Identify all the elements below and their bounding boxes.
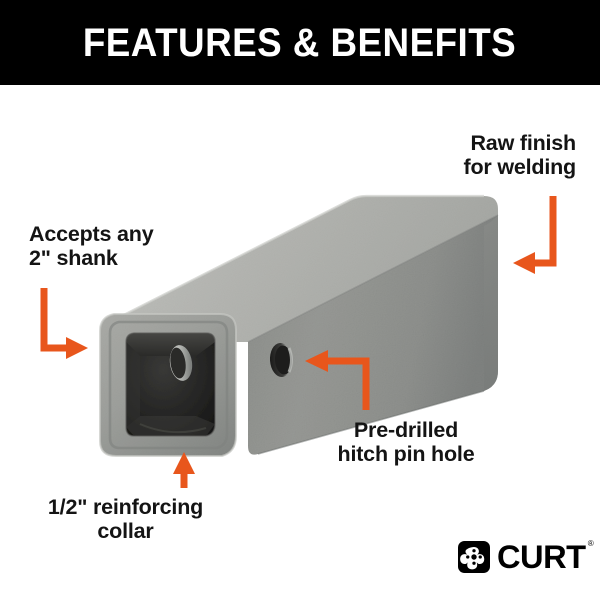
bore-inner-top-wall <box>126 333 215 356</box>
callout-pin-hole: Pre-drilled hitch pin hole <box>337 418 475 467</box>
registered-trademark-symbol: ® <box>587 539 594 548</box>
tube-top-edge-highlight <box>99 194 484 328</box>
tube-body <box>99 194 499 455</box>
tube-fold-edge <box>247 214 499 343</box>
tube-front-opening <box>99 313 237 457</box>
tube-side-face <box>248 215 498 455</box>
bore-inner-left-wall <box>126 342 140 427</box>
bore-inner-bottom-wall <box>126 416 215 436</box>
collar-weld-seam <box>108 320 229 450</box>
curt-logo: CURT ® <box>458 539 594 575</box>
bore-rim-line <box>125 332 216 437</box>
curt-wordmark-text: CURT <box>497 539 586 575</box>
header-bar: FEATURES & BENEFITS <box>0 0 600 85</box>
curt-wordmark: CURT ® <box>497 539 594 575</box>
collar-outer-edge <box>99 313 237 457</box>
bore-internal-seam <box>139 423 207 434</box>
hitch-pin-hole <box>269 343 293 377</box>
tube-bottom-edge <box>257 390 485 455</box>
curt-pinwheel-icon <box>458 541 490 573</box>
callout-reinforcing-collar: 1/2" reinforcing collar <box>47 495 204 544</box>
page-title: FEATURES & BENEFITS <box>83 20 517 65</box>
callout-raw-finish: Raw finish for welding <box>463 131 577 180</box>
tube-far-end-cap <box>484 215 498 391</box>
interior-pin-hole <box>169 345 193 381</box>
tube-bore-opening <box>126 333 215 436</box>
tube-top-face <box>100 196 498 342</box>
callout-accepts-shank: Accepts any 2" shank <box>29 222 154 271</box>
